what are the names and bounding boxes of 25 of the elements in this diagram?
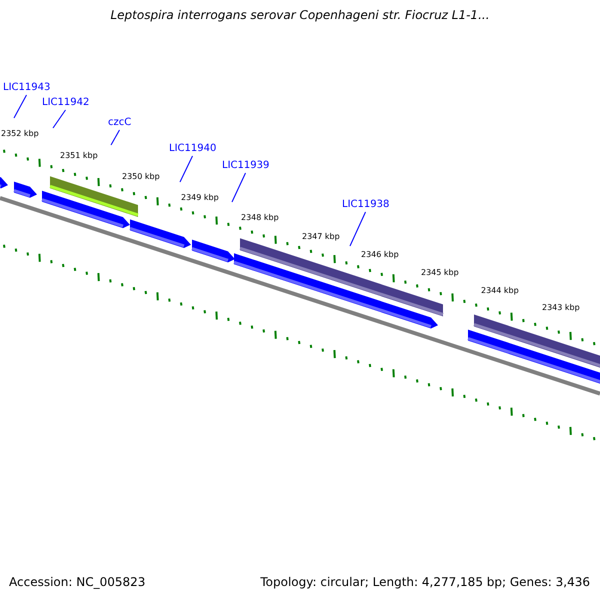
scale-label: 2352 kbp [1,129,39,139]
scale-label: 2350 kbp [122,172,160,182]
leader-line [52,110,66,128]
gene-label: LIC11938 [342,199,390,211]
leader-line [14,94,27,118]
scale-label: 2345 kbp [421,268,459,278]
gene-label: LIC11939 [222,160,270,172]
gene-label: LIC11942 [42,97,90,109]
leader-line [350,212,366,246]
leader-line [110,130,120,146]
gene-label: LIC11943 [3,82,50,94]
genome-summary: Topology: circular; Length: 4,277,185 bp; Genes: 3,436 [260,575,590,589]
gene-label: LIC11940 [169,143,216,155]
scale-label: 2349 kbp [181,193,219,203]
accession-text: Accession: NC_005823 [9,575,146,589]
scale-label: 2348 kbp [241,213,279,223]
scale-label: 2351 kbp [60,151,98,161]
scale-label: 2347 kbp [302,232,340,242]
scale-label: 2344 kbp [481,286,519,296]
scale-label: 2346 kbp [361,250,399,260]
leader-line [180,156,193,182]
leader-line [232,172,246,202]
gene-label: czcC [108,117,132,129]
map-title: Leptospira interrogans serovar Copenhageni str. Fiocruz L1-1... [109,8,491,22]
scale-label: 2343 kbp [542,303,580,313]
